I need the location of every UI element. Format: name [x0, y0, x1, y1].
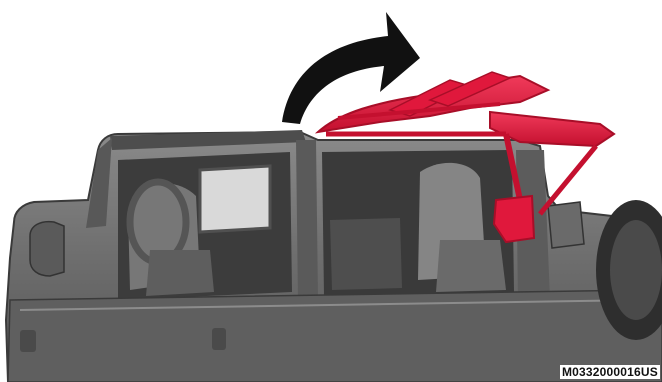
vehicle-body: [6, 130, 662, 382]
figure-code: M0332000016US: [560, 365, 660, 379]
